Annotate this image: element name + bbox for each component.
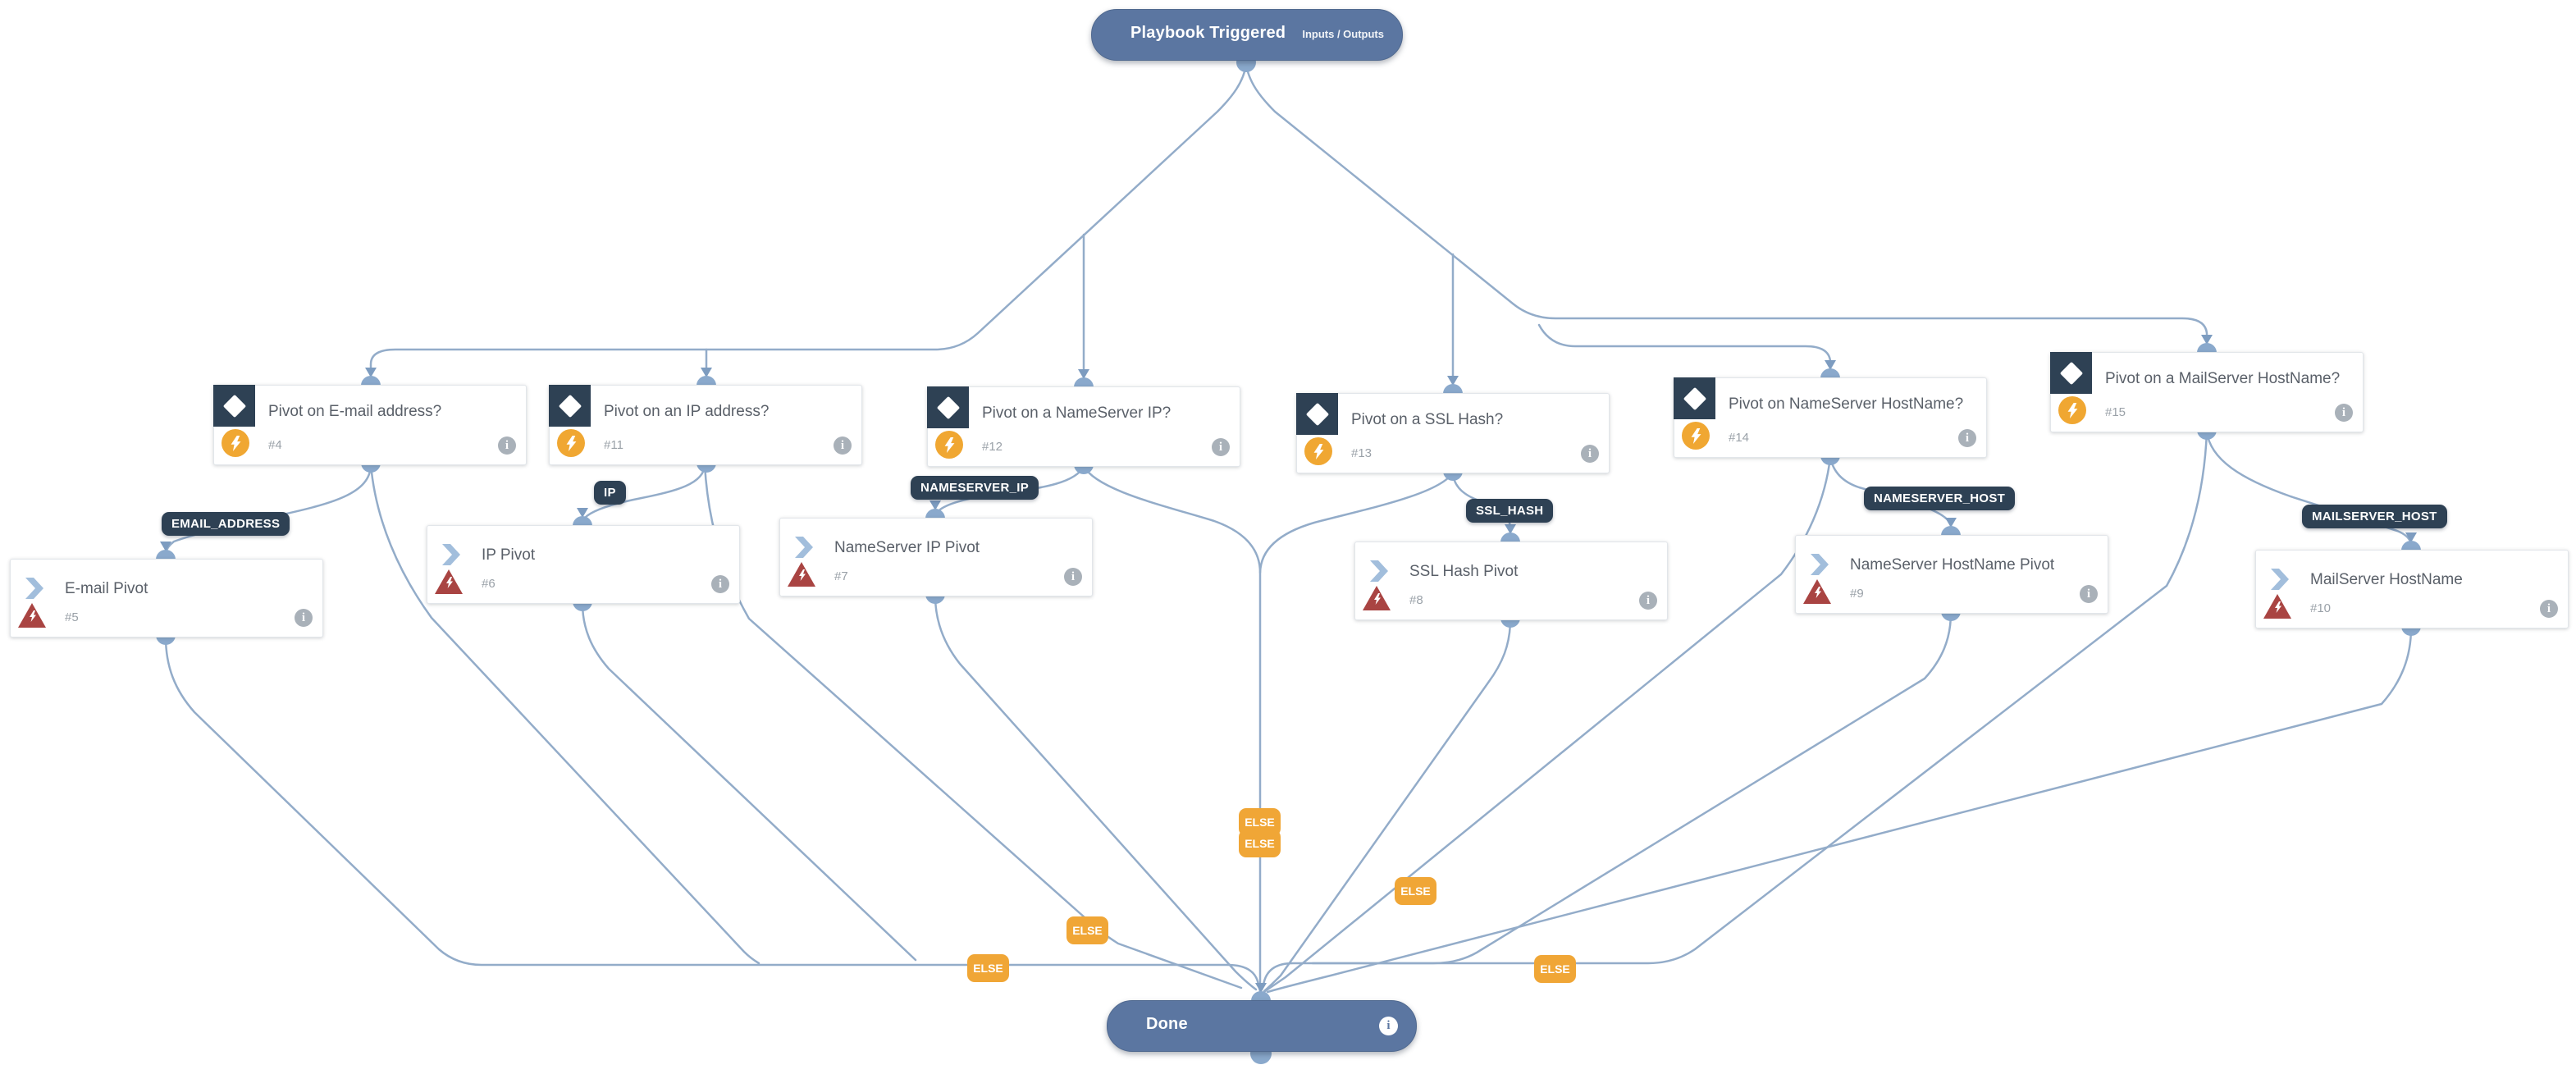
condition-node-nameserver-hostname[interactable]: Pivot on NameServer HostName? #14 i [1674, 377, 1987, 458]
task-title: Pivot on a SSL Hash? [1351, 411, 1504, 428]
condition-node-email[interactable]: Pivot on E-mail address? #4 i [213, 385, 527, 465]
else-label: ELSE [1066, 916, 1108, 944]
info-icon[interactable]: i [1064, 568, 1082, 586]
input-arrows [160, 335, 2417, 993]
task-number: #6 [482, 577, 496, 591]
task-number: #14 [1729, 431, 1750, 445]
condition-node-nameserver-ip[interactable]: Pivot on a NameServer IP? #12 i [927, 386, 1240, 467]
task-title: Pivot on an IP address? [604, 403, 770, 420]
error-lightning-icon [18, 603, 46, 628]
error-lightning-icon [1363, 586, 1391, 610]
task-number: #13 [1351, 446, 1372, 460]
edge-label-nameserver-ip: NAMESERVER_IP [911, 476, 1039, 500]
edge-label-nameserver-host: NAMESERVER_HOST [1864, 487, 2016, 510]
info-icon[interactable]: i [2080, 585, 2098, 603]
task-title: Pivot on E-mail address? [268, 403, 442, 420]
task-node-ssl-hash-pivot[interactable]: SSL Hash Pivot #8 i [1354, 542, 1668, 620]
task-number: #12 [982, 440, 1003, 454]
task-node-email-pivot[interactable]: E-mail Pivot #5 i [10, 559, 323, 638]
condition-diamond-icon [549, 385, 591, 427]
lightning-icon [222, 429, 249, 457]
info-icon[interactable]: i [498, 436, 516, 455]
task-number: #10 [2310, 601, 2332, 615]
else-label: ELSE [1534, 955, 1576, 983]
info-icon[interactable]: i [1581, 445, 1599, 463]
condition-diamond-icon [2050, 352, 2092, 394]
task-number: #4 [268, 438, 282, 452]
error-lightning-icon [2263, 594, 2291, 619]
edge-label-email-address: EMAIL_ADDRESS [162, 512, 290, 536]
task-node-mailserver-hostname[interactable]: MailServer HostName #10 i [2255, 550, 2569, 628]
task-title: NameServer IP Pivot [834, 539, 980, 556]
chevron-icon [1370, 560, 1390, 586]
task-title: Pivot on a MailServer HostName? [2105, 370, 2341, 387]
condition-diamond-icon [1296, 393, 1338, 435]
playbook-triggered-title: Playbook Triggered [1130, 24, 1286, 42]
task-node-nameserver-hostname-pivot[interactable]: NameServer HostName Pivot #9 i [1795, 535, 2108, 614]
playbook-triggered-node[interactable]: Playbook Triggered Inputs / Outputs [1091, 9, 1403, 61]
else-label: ELSE [1239, 829, 1281, 857]
chevron-icon [2271, 569, 2291, 594]
task-title: NameServer HostName Pivot [1850, 556, 2055, 574]
task-title: IP Pivot [482, 546, 536, 564]
task-number: #7 [834, 569, 848, 583]
condition-node-ssl-hash[interactable]: Pivot on a SSL Hash? #13 i [1296, 393, 1610, 473]
lightning-icon [557, 429, 585, 457]
done-title: Done [1146, 1015, 1188, 1033]
task-title: Pivot on a NameServer IP? [982, 404, 1172, 422]
info-icon[interactable]: i [1958, 429, 1976, 447]
task-number: #15 [2105, 405, 2126, 419]
else-label: ELSE [1395, 877, 1436, 905]
info-icon[interactable]: i [1379, 1017, 1398, 1035]
info-icon[interactable]: i [1212, 438, 1230, 456]
chevron-icon [442, 544, 462, 569]
inputs-outputs-link[interactable]: Inputs / Outputs [1302, 28, 1384, 40]
task-number: #11 [604, 438, 623, 452]
task-node-nameserver-ip-pivot[interactable]: NameServer IP Pivot #7 i [779, 518, 1093, 596]
info-icon[interactable]: i [834, 436, 852, 455]
lightning-icon [2058, 396, 2086, 424]
info-icon[interactable]: i [2540, 600, 2558, 618]
task-number: #8 [1409, 593, 1423, 607]
task-number: #5 [65, 610, 79, 624]
task-node-ip-pivot[interactable]: IP Pivot #6 i [427, 525, 740, 604]
info-icon[interactable]: i [2335, 404, 2353, 422]
task-title: MailServer HostName [2310, 571, 2463, 588]
else-label: ELSE [967, 954, 1009, 982]
edge-label-ssl-hash: SSL_HASH [1466, 499, 1554, 523]
info-icon[interactable]: i [295, 609, 313, 627]
lightning-icon [935, 431, 963, 459]
lightning-icon [1304, 437, 1332, 465]
chevron-icon [25, 578, 45, 603]
edge-label-mailserver-host: MAILSERVER_HOST [2302, 505, 2447, 528]
error-lightning-icon [435, 569, 463, 594]
task-title: E-mail Pivot [65, 580, 148, 597]
condition-diamond-icon [927, 386, 969, 428]
error-lightning-icon [788, 562, 815, 587]
condition-diamond-icon [1674, 377, 1715, 419]
task-number: #9 [1850, 587, 1864, 601]
edge-lines [164, 62, 2413, 994]
condition-node-mailserver-hostname[interactable]: Pivot on a MailServer HostName? #15 i [2050, 352, 2364, 432]
info-icon[interactable]: i [1639, 592, 1657, 610]
done-node[interactable]: Done i [1107, 1000, 1417, 1052]
info-icon[interactable]: i [711, 575, 729, 593]
task-title: Pivot on NameServer HostName? [1729, 395, 1964, 413]
chevron-icon [1811, 554, 1830, 579]
edge-label-ip: IP [594, 481, 626, 505]
error-lightning-icon [1803, 579, 1831, 604]
chevron-icon [795, 537, 815, 562]
condition-node-ip[interactable]: Pivot on an IP address? #11 i [549, 385, 862, 465]
task-title: SSL Hash Pivot [1409, 563, 1519, 580]
condition-diamond-icon [213, 385, 255, 427]
lightning-icon [1682, 422, 1710, 450]
